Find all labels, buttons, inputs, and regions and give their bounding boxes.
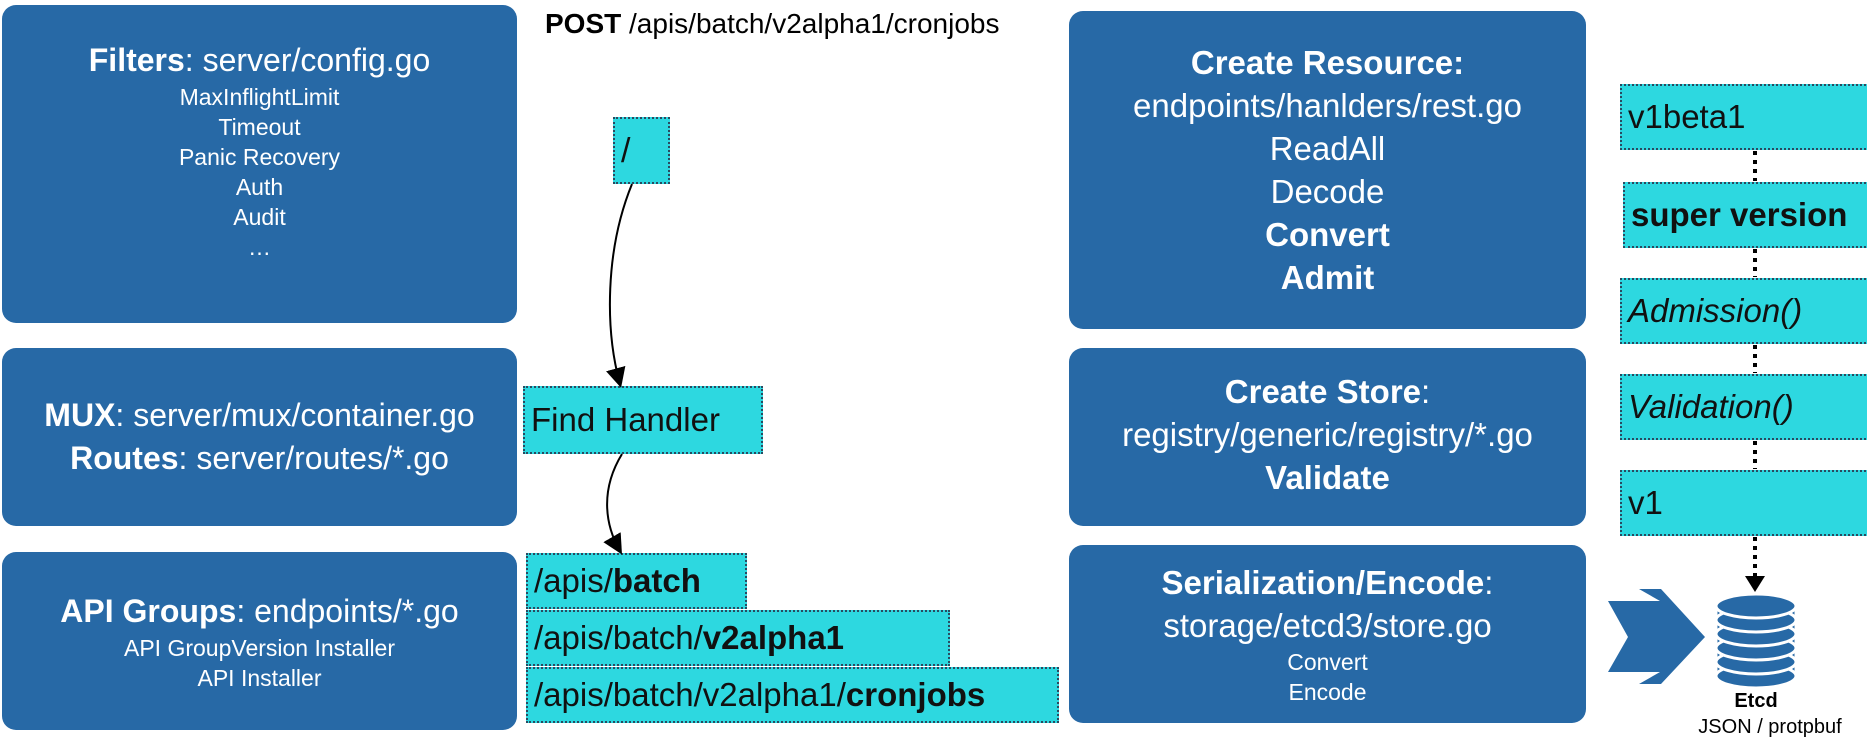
create-store-heading: Create Store: bbox=[1069, 370, 1586, 413]
create-resource-title-text: Create Resource: bbox=[1190, 44, 1465, 81]
etcd-name: Etcd bbox=[1734, 690, 1778, 712]
path-batch-box: /apis/batch bbox=[526, 553, 747, 609]
create-resource-title: Create Resource: bbox=[1069, 41, 1586, 84]
root-path-label: / bbox=[621, 132, 631, 170]
version-label: Validation() bbox=[1628, 388, 1794, 425]
create-store-title: Create Store bbox=[1224, 373, 1422, 410]
create-resource-step: ReadAll bbox=[1269, 130, 1386, 167]
version-label: v1 bbox=[1628, 484, 1663, 521]
create-resource-file: endpoints/hanlders/rest.go bbox=[1133, 87, 1522, 124]
path-bold: v2alpha1 bbox=[702, 619, 845, 656]
api-groups-file: : endpoints/*.go bbox=[236, 593, 459, 629]
version-box-super: super version bbox=[1623, 182, 1867, 248]
version-box-v1: v1 bbox=[1620, 470, 1867, 536]
find-handler-label: Find Handler bbox=[531, 401, 720, 438]
filters-box: Filters: server/config.go MaxInflightLim… bbox=[2, 5, 517, 323]
routes-file: : server/routes/*.go bbox=[178, 440, 449, 476]
etcd-formats: JSON / protpbuf bbox=[1698, 716, 1842, 738]
serialization-heading: Serialization/Encode: bbox=[1069, 561, 1586, 604]
serialization-colon: : bbox=[1484, 564, 1494, 601]
api-groups-item: API Installer bbox=[197, 665, 322, 691]
filters-heading: Filters: server/config.go bbox=[2, 39, 517, 82]
database-icon bbox=[1714, 592, 1798, 690]
create-resource-bold-step: Admit bbox=[1069, 256, 1586, 299]
routes-title: Routes bbox=[70, 440, 179, 476]
request-title: POST /apis/batch/v2alpha1/cronjobs bbox=[545, 8, 999, 40]
api-groups-title: API Groups bbox=[60, 593, 237, 629]
api-groups-item: API GroupVersion Installer bbox=[123, 635, 396, 661]
mux-file: : server/mux/container.go bbox=[115, 397, 475, 433]
create-resource-bold-step: Convert bbox=[1069, 213, 1586, 256]
create-store-file: registry/generic/registry/*.go bbox=[1122, 416, 1533, 453]
serialization-title: Serialization/Encode bbox=[1161, 564, 1485, 601]
mux-title: MUX bbox=[44, 397, 116, 433]
version-box-v1beta1: v1beta1 bbox=[1620, 84, 1867, 150]
serialization-box: Serialization/Encode: storage/etcd3/stor… bbox=[1069, 545, 1586, 723]
serialization-to-etcd-arrow bbox=[1608, 589, 1705, 684]
filter-item: MaxInflightLimit bbox=[179, 84, 340, 110]
mux-heading: MUX: server/mux/container.go bbox=[2, 394, 517, 437]
path-cronjobs-box: /apis/batch/v2alpha1/cronjobs bbox=[526, 667, 1059, 723]
mux-box: MUX: server/mux/container.go Routes: ser… bbox=[2, 348, 517, 526]
create-store-box: Create Store: registry/generic/registry/… bbox=[1069, 348, 1586, 526]
create-resource-step: Decode bbox=[1270, 173, 1385, 210]
path-bold: batch bbox=[612, 562, 701, 599]
create-store-colon: : bbox=[1421, 373, 1431, 410]
create-store-bold-step-text: Validate bbox=[1265, 459, 1390, 496]
arrowhead-to-etcd bbox=[1745, 576, 1765, 592]
api-groups-heading: API Groups: endpoints/*.go bbox=[2, 590, 517, 633]
serialization-file: storage/etcd3/store.go bbox=[1163, 607, 1492, 644]
version-label: v1beta1 bbox=[1628, 98, 1746, 135]
path-v2alpha1-box: /apis/batch/v2alpha1 bbox=[526, 610, 950, 666]
path-prefix: /apis/batch/ bbox=[534, 619, 703, 656]
create-resource-bold-step-text: Convert bbox=[1265, 216, 1390, 253]
arrow-root-to-find-handler bbox=[606, 183, 633, 388]
serialization-step: Encode bbox=[1288, 679, 1367, 705]
filter-item: Audit bbox=[233, 204, 286, 230]
filter-item: … bbox=[248, 234, 271, 260]
routes-heading: Routes: server/routes/*.go bbox=[2, 437, 517, 480]
api-groups-box: API Groups: endpoints/*.go API GroupVers… bbox=[2, 552, 517, 730]
path-bold: cronjobs bbox=[845, 676, 986, 713]
arrow-find-handler-to-paths bbox=[603, 453, 623, 555]
root-path-box: / bbox=[613, 117, 670, 184]
create-resource-bold-step-text: Admit bbox=[1280, 259, 1375, 296]
filter-item: Timeout bbox=[218, 114, 301, 140]
create-store-bold-step: Validate bbox=[1069, 456, 1586, 499]
serialization-step: Convert bbox=[1287, 649, 1368, 675]
path-prefix: /apis/ bbox=[534, 562, 613, 599]
version-box-admission: Admission() bbox=[1620, 278, 1867, 344]
version-label: Admission() bbox=[1628, 292, 1803, 329]
filter-item: Panic Recovery bbox=[178, 144, 341, 170]
request-method: POST bbox=[545, 8, 622, 39]
version-box-validation: Validation() bbox=[1620, 374, 1867, 440]
filter-item: Auth bbox=[235, 174, 284, 200]
filters-title: Filters bbox=[88, 42, 185, 78]
path-prefix: /apis/batch/v2alpha1/ bbox=[534, 676, 846, 713]
create-resource-box: Create Resource: endpoints/hanlders/rest… bbox=[1069, 11, 1586, 329]
filters-file: : server/config.go bbox=[184, 42, 431, 78]
request-path: /apis/batch/v2alpha1/cronjobs bbox=[621, 8, 1000, 39]
find-handler-box: Find Handler bbox=[523, 386, 763, 454]
version-label: super version bbox=[1631, 196, 1848, 233]
